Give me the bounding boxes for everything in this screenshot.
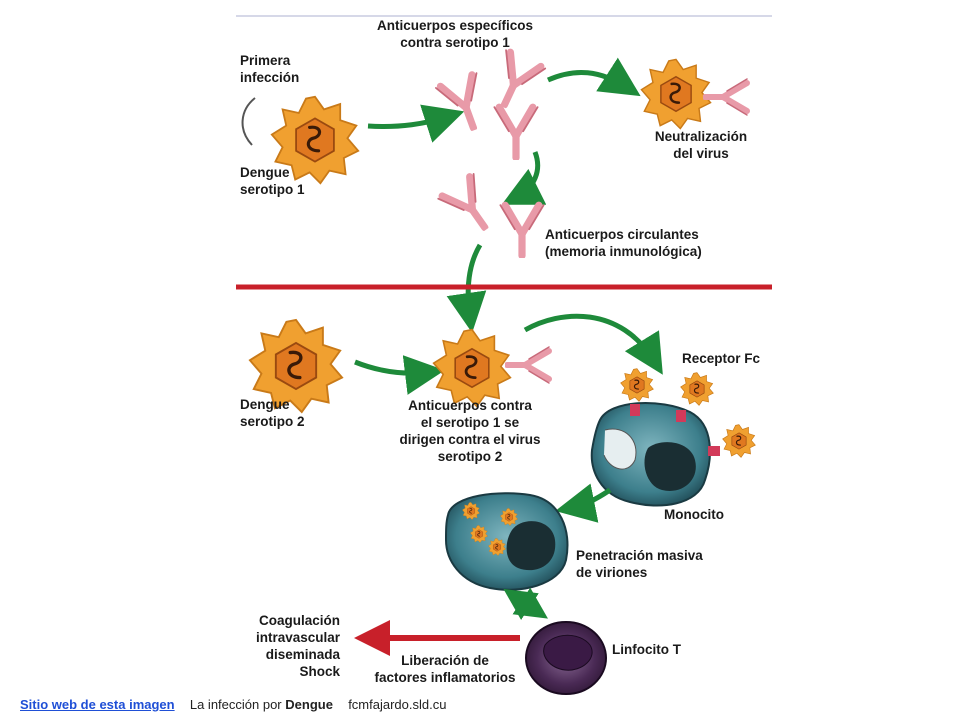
label-line: dirigen contra el virus [399,432,541,447]
label-circulating-antibodies: Anticuerpos circulantes (memoria inmunol… [545,226,702,260]
label-line: Dengue [240,165,290,180]
label-antibodies-specific: Anticuerpos específicos contra serotipo … [360,17,550,51]
label-coagulation: Coagulación intravascular diseminada Sho… [230,612,340,680]
bound-virus-icon [680,372,714,406]
bound-antibody-icon [507,347,549,383]
arrow-to-neutralization [546,57,641,97]
label-line: serotipo 2 [437,449,503,464]
label-line: Dengue [240,397,290,412]
t-lymphocyte-cell [525,621,607,695]
label-line: Neutralización [654,129,748,144]
label-line: contra serotipo 1 [400,35,510,50]
label-line: Anticuerpos contra [408,398,532,413]
label-line: Primera [240,53,291,68]
label-line: de viriones [576,565,648,580]
arrow-monocyte-to-infected-cell [555,483,612,523]
infected-cell [444,492,569,591]
label-fc-receptor: Receptor Fc [682,351,761,366]
label-dengue-serotype1: Dengue serotipo 1 [240,164,305,198]
label-line: Penetración masiva [576,548,703,563]
antibody-icon [500,205,543,255]
label-line: diseminada [265,647,340,662]
label-line: Anticuerpos específicos [376,18,534,33]
label-line: del virus [673,146,729,161]
label-dengue-serotype2: Dengue serotipo 2 [240,396,305,430]
label-massive-penetration: Penetración masiva de viriones [576,547,703,581]
image-caption: Sitio web de esta imagen La infección po… [20,697,446,712]
label-neutralization: Neutralización del virus [636,128,766,162]
label-line: intravascular [255,630,340,645]
arrow-virus-to-antibodies [367,104,465,143]
fc-receptors [620,368,756,458]
label-line: (memoria inmunológica) [545,244,702,259]
arrow-memory-to-second-infection [446,243,487,333]
neutralizing-antibody-icon [705,79,747,115]
virus-antibody-complex-icon [432,328,512,408]
arrow-serotype2-to-complex [354,355,445,395]
label-line: infección [240,70,300,85]
caption-text: La infección por [189,697,282,712]
antibody-icon [436,73,494,135]
label-line: el serotipo 1 se [420,415,520,430]
antibody-icon [485,50,545,114]
caption-bold-text: Dengue [285,697,333,712]
label-monocyte: Monocito [664,507,724,522]
arrow-cell-lymphocyte-bidirectional [503,587,548,620]
label-line: serotipo 1 [240,182,305,197]
label-line: Liberación de [401,653,489,668]
label-line: Coagulación [258,613,340,628]
arrow-to-circulating-antibodies [501,151,547,205]
monocyte-cell [590,402,711,507]
bound-virus-icon [722,424,756,458]
bound-virus-icon [620,368,654,402]
label-inflammatory-release: Liberación de factores inflamatorios [360,652,530,686]
source-website-link[interactable]: Sitio web de esta imagen [20,697,175,712]
caption-source: fcmfajardo.sld.cu [348,697,447,712]
label-line: Anticuerpos circulantes [545,227,699,242]
label-line: Shock [299,664,340,679]
specific-antibodies-cluster [436,50,545,157]
label-first-infection: Primera infección [240,52,299,86]
label-line: serotipo 2 [240,414,305,429]
neutralized-virus-icon [640,58,712,130]
label-t-lymphocyte: Linfocito T [612,642,681,657]
antibody-icon [438,174,502,240]
label-line: factores inflamatorios [374,670,516,685]
label-antibodies-against: Anticuerpos contra el serotipo 1 se diri… [380,397,560,465]
antibody-icon [494,107,537,157]
first-infection-curve-arrow [241,97,256,146]
arrow-complex-to-fc-receptor [523,313,663,375]
